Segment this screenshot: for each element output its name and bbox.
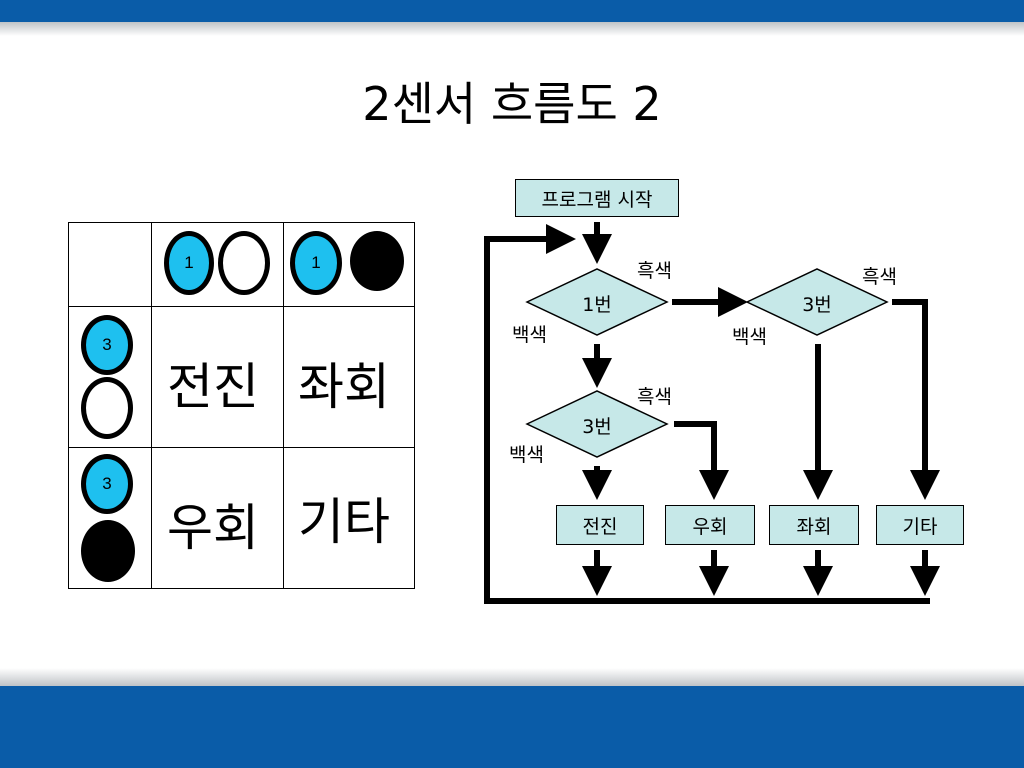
table-corner-cell <box>68 222 152 307</box>
white-circle-icon <box>218 231 270 295</box>
black-circle-icon <box>350 231 404 291</box>
decision-3-white-label: 백색 <box>509 444 544 466</box>
decision-2-black-label: 흑색 <box>862 266 897 288</box>
arrow-decision2-black <box>892 299 940 500</box>
row-header-sensor3-black: 3 <box>68 447 152 589</box>
decision-3-black-label: 흑색 <box>637 386 672 408</box>
header-cell-sensor1-white: 1 <box>151 222 284 307</box>
cell-left: 좌회 <box>283 306 415 448</box>
cell-left-text: 좌회 <box>298 358 390 416</box>
decision-diamond-1 <box>525 268 669 336</box>
arrow-decision3-black <box>674 421 729 500</box>
bottom-banner <box>0 686 1024 768</box>
action-other-box: 기타 <box>876 505 964 545</box>
sensor-3-blue-circle: 3 <box>81 454 133 514</box>
decision-diamond-3 <box>525 390 669 458</box>
cell-right: 우회 <box>151 447 284 589</box>
row-header-sensor3-white: 3 <box>68 306 152 448</box>
cell-other: 기타 <box>283 447 415 589</box>
sensor-1-blue-circle: 1 <box>290 231 342 295</box>
sensor-3-blue-circle: 3 <box>81 315 133 375</box>
black-circle-icon <box>81 520 135 582</box>
action-right-box: 우회 <box>665 505 755 545</box>
loop-back-arrow <box>484 224 930 604</box>
decision-diamond-2 <box>745 268 889 336</box>
cell-right-text: 우회 <box>167 499 259 557</box>
decision-2-label: 3번 <box>802 294 832 316</box>
slide-title: 2센서 흐름도 2 <box>362 77 662 131</box>
bottom-banner-shade <box>0 668 1024 686</box>
sensor-table: 1 1 3 전진 좌회 3 우회 기타 <box>68 222 415 589</box>
top-banner-shade <box>0 22 1024 36</box>
action-left-box: 좌회 <box>769 505 859 545</box>
white-circle-icon <box>81 377 133 439</box>
decision-2-white-label: 백색 <box>732 326 767 348</box>
decision-1-label: 1번 <box>582 294 612 316</box>
cell-forward-text: 전진 <box>167 358 259 416</box>
top-banner <box>0 0 1024 22</box>
decision-3-label: 3번 <box>582 416 612 438</box>
decision-1-black-label: 흑색 <box>637 260 672 282</box>
header-cell-sensor1-black: 1 <box>283 222 415 307</box>
action-forward-box: 전진 <box>556 505 644 545</box>
decision-1-white-label: 백색 <box>512 324 547 346</box>
cell-forward: 전진 <box>151 306 284 448</box>
sensor-1-blue-circle: 1 <box>164 231 214 295</box>
cell-other-text: 기타 <box>298 493 390 551</box>
start-box: 프로그램 시작 <box>515 179 679 217</box>
